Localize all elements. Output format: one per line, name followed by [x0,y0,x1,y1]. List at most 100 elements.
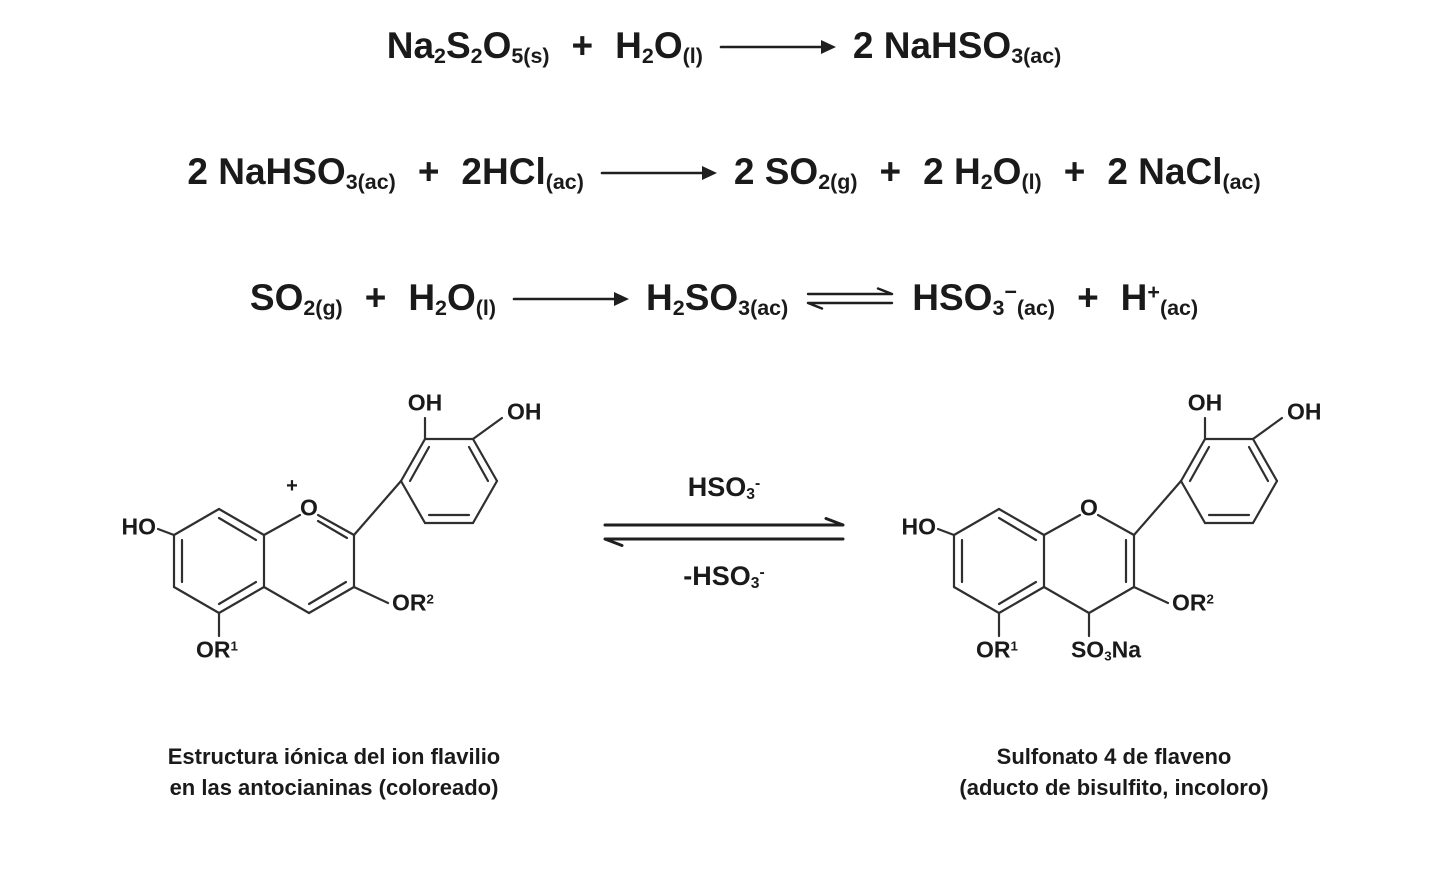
caption-line: (aducto de bisulfito, incoloro) [959,774,1269,800]
formula-segment: - [755,475,761,493]
formula-segment: Na [386,25,435,66]
formula-segment: 2 NaHSO [187,151,346,192]
formula-segment: 2 [435,295,447,320]
formula-segment: OR [392,589,427,616]
formula-segment: − [1004,280,1017,305]
atom-label-oh-top: OH [1187,389,1223,416]
atom-label-or2: OR2 [1172,589,1214,616]
formula-segment: 3(ac) [738,295,789,320]
atom-label-or1: OR1 [976,636,1018,663]
formula-segment: 2(g) [818,169,858,194]
formula-segment: 3 [1104,648,1112,664]
formula-segment: HSO [912,277,993,318]
formula-segment: 1 [1010,638,1018,654]
chemical-formula: H+(ac) [1120,277,1199,320]
formula-segment: 2 [470,43,483,68]
formula-segment: 2 [641,43,654,68]
formula-segment: 5(s) [511,43,550,68]
formula-segment: 2 H [923,151,981,192]
right-arrow-icon [719,38,837,56]
formula-segment: OR [196,636,231,663]
formula-segment: SO [249,277,304,318]
atom-label-o: O [1080,494,1098,521]
chemical-formula: 2 NaCl(ac) [1107,151,1261,194]
atom-label-oh-right: OH [507,398,542,425]
formula-segment: SO [684,277,739,318]
plus-operator: + [1077,277,1099,318]
formula-segment: + [1147,280,1160,305]
formula-segment: O [446,277,476,318]
right-arrow-icon [512,290,630,308]
caption-line: en las antocianinas (coloreado) [169,774,499,800]
atom-label-oh-right: OH [1287,398,1322,425]
formula-segment: H [615,25,642,66]
formula-segment: OR [976,636,1011,663]
formula-segment: H [646,277,673,318]
formula-segment: H [1120,277,1148,318]
flavylium-structure: HO + O OH OH OR1 OR2 [104,386,564,686]
flavylium-column: HO + O OH OH OR1 OR2 Estructura iónica d… [104,386,564,804]
atom-label-so3na: SO3Na [1070,636,1141,664]
formula-segment: 2 SO [733,151,819,192]
formula-segment: (l) [682,43,703,68]
formula-segment: (ac) [1222,169,1261,194]
bonds [156,416,504,638]
formula-segment: 2(g) [303,295,343,320]
formula-segment: OR [1172,589,1207,616]
formula-segment: 3(ac) [345,169,396,194]
atom-label-ho: HO [901,513,937,540]
right-arrow-icon [600,164,718,182]
chemical-formula: 2HCl(ac) [461,151,583,194]
formula-segment: 3(ac) [1011,43,1062,68]
caption-line: Sulfonato 4 de flaveno [996,744,1232,769]
formula-segment: O [992,151,1022,192]
plus-operator: + [571,25,594,66]
formula-segment: 1 [230,638,238,654]
formula-segment: 3 [746,486,755,504]
formula-segment: (ac) [1159,295,1199,320]
formula-segment: 2 [426,591,434,607]
formula-segment: -HSO [683,561,751,591]
formula-segment: 2 [980,169,993,194]
plus-operator: + [417,151,440,192]
atom-label-ho: HO [121,513,157,540]
bonds [936,416,1284,638]
formula-segment: - [759,564,765,582]
formula-segment: 2 [672,295,685,320]
formula-segment: S [445,25,471,66]
flavene-sulfonate-structure: HO O OH OH OR1 OR2 SO3Na [884,386,1344,686]
formula-segment: O [653,25,683,66]
caption-line: Estructura iónica del ion flavilio [167,744,501,769]
formula-segment: 2 NaCl [1107,151,1223,192]
formula-segment: 2HCl [461,151,546,192]
formula-segment: H [408,277,436,318]
formula-segment: 3 [750,575,760,593]
formula-segment: (ac) [1016,295,1056,320]
flavylium-caption: Estructura iónica del ion flavilio en la… [104,742,564,804]
formula-segment: (l) [1021,169,1042,194]
flavene-sulfonate-column: HO O OH OH OR1 OR2 SO3Na Sulfonato 4 de … [884,386,1344,804]
formula-segment: SO [1070,636,1105,663]
formula-segment: 2 NaHSO [852,25,1012,66]
flavene-caption: Sulfonato 4 de flaveno (aducto de bisulf… [884,742,1344,804]
plus-operator: + [1063,151,1086,192]
flavylium-bond-skeleton [156,416,504,638]
formula-segment: 3 [992,295,1005,320]
formula-segment: (l) [475,295,497,320]
